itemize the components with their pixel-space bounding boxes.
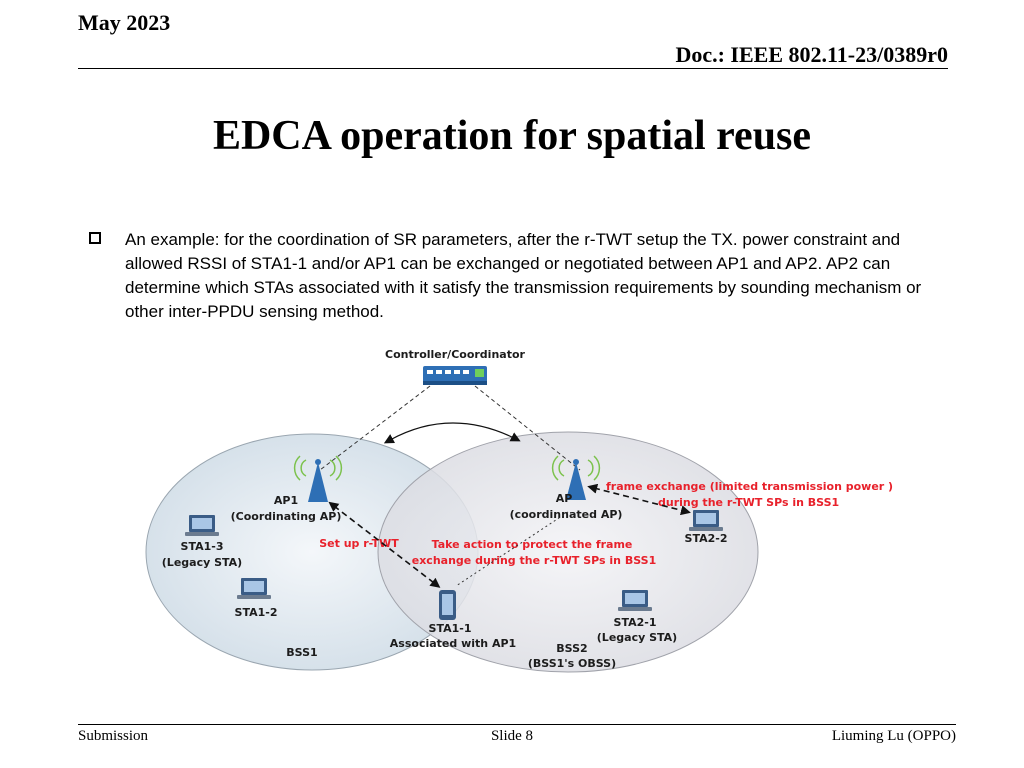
coordination-arrow: [383, 422, 521, 444]
ap1-role: (Coordinating AP): [231, 510, 342, 523]
take-action-label: Take action to protect the frame: [432, 538, 633, 551]
footer-divider: [78, 724, 956, 725]
ap2-sta11-dotted-line: [455, 511, 569, 587]
ap1-label: AP1: [274, 494, 298, 507]
sta1-3-laptop-icon: [185, 515, 219, 536]
controller-ap2-link: [474, 385, 581, 471]
bss2-subtitle: (BSS1's OBSS): [528, 657, 616, 670]
ap2-role: (coordinnated AP): [510, 508, 623, 521]
sta2-1-laptop-icon: [618, 590, 652, 611]
frame-exchange-label-2: during the r-TWT SPs in BSS1: [658, 496, 839, 509]
footer-slide-number: Slide 8: [490, 728, 534, 744]
sta1-1-association: Associated with AP1: [390, 637, 516, 650]
setup-rtwt-label: Set up r-TWT: [319, 537, 399, 550]
header-divider: [78, 68, 948, 69]
sta2-2-label: STA2-2: [685, 532, 728, 545]
switch-icon: [423, 366, 487, 385]
ap1-antenna-icon: [293, 455, 343, 502]
footer-author: Liuming Lu (OPPO): [831, 728, 956, 744]
sta1-2-label: STA1-2: [235, 606, 278, 619]
sta1-3-label: STA1-3: [181, 540, 224, 553]
bullet-text: An example: for the coordination of SR p…: [125, 230, 922, 321]
controller-ap1-link: [319, 385, 431, 471]
bullet-square-icon: [89, 232, 101, 244]
sta2-1-type: (Legacy STA): [597, 631, 677, 644]
ap2-label: AP: [556, 492, 573, 505]
ap2-antenna-icon: [551, 455, 601, 500]
header-date: May 2023: [78, 10, 171, 35]
frame-exchange-label: frame exchange (limited transmission pow…: [606, 480, 893, 493]
take-action-label-2: exchange during the r-TWT SPs in BSS1: [412, 554, 656, 567]
footer-submission: Submission: [78, 728, 149, 744]
sta2-2-laptop-icon: [689, 510, 723, 531]
network-diagram: Controller/Coordinator AP1 (Coordinating…: [145, 348, 893, 673]
sta1-1-phone-icon: [439, 590, 456, 620]
sta1-3-type: (Legacy STA): [162, 556, 242, 569]
sta2-1-label: STA2-1: [614, 616, 657, 629]
bss2-label: BSS2: [556, 642, 587, 655]
slide-title: EDCA operation for spatial reuse: [212, 113, 812, 159]
ap2-sta22-arrow: [587, 483, 691, 516]
header-doc-id: Doc.: IEEE 802.11-23/0389r0: [675, 42, 948, 67]
bss1-label: BSS1: [286, 646, 317, 659]
sta1-1-label: STA1-1: [429, 622, 472, 635]
ap1-sta11-arrow: [328, 501, 441, 588]
bss2-ellipse: [377, 431, 759, 673]
controller-label: Controller/Coordinator: [385, 348, 525, 361]
sta1-2-laptop-icon: [237, 578, 271, 599]
